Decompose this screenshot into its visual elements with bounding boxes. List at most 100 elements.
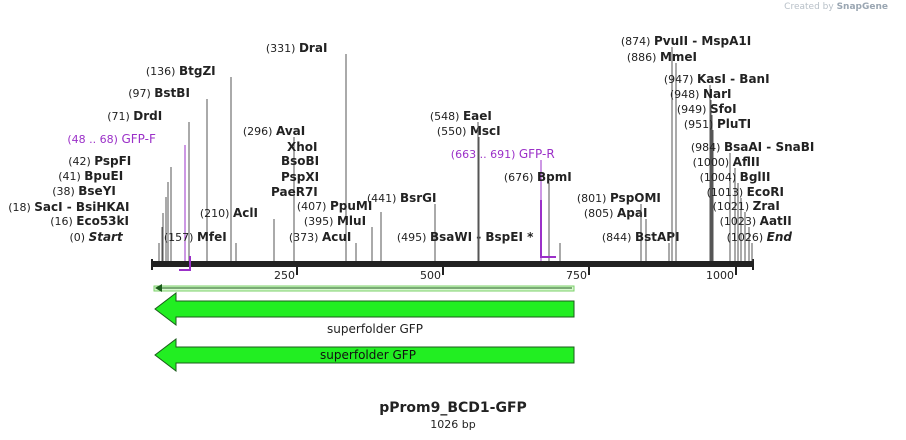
site-label: (0) Start <box>70 230 124 244</box>
site-position: (550) <box>437 125 470 138</box>
site-label: (1021) ZraI <box>713 199 780 213</box>
ruler-tick-label: 500 <box>420 269 441 282</box>
site-label: (441) BsrGI <box>367 191 437 205</box>
site-position: (663 .. 691) <box>451 148 519 161</box>
site-name: NarI <box>703 87 732 101</box>
feature-arrow-superfolder-gfp <box>154 337 575 373</box>
site-name: BglII <box>740 170 771 184</box>
site-name: XhoI <box>287 140 318 154</box>
site-position: (157) <box>164 231 197 244</box>
site-position: (331) <box>266 42 299 55</box>
site-position: (1023) <box>720 215 760 228</box>
site-label: (676) BpmI <box>504 170 572 184</box>
translation-arrow-head <box>155 284 162 292</box>
site-name: GFP-F <box>121 132 156 146</box>
site-label: XhoI <box>287 140 318 154</box>
site-position: (548) <box>430 110 463 123</box>
site-label: (71) DrdI <box>107 109 162 123</box>
site-label: (1004) BglII <box>700 170 771 184</box>
site-name: AflII <box>733 155 760 169</box>
site-name: BsaWI - BspEI * <box>430 230 534 244</box>
site-name: DrdI <box>133 109 162 123</box>
ruler-tick-label: 750 <box>566 269 587 282</box>
site-label: PaeR7I <box>271 185 318 199</box>
site-label: (948) NarI <box>670 87 732 101</box>
site-name: PvuII - MspA1I <box>654 34 751 48</box>
site-position: (1000) <box>693 156 733 169</box>
site-label: (157) MfeI <box>164 230 227 244</box>
site-position: (676) <box>504 171 537 184</box>
site-position: (41) <box>58 170 84 183</box>
site-name: PaeR7I <box>271 185 318 199</box>
site-name: BsoBI <box>281 154 319 168</box>
site-name: BstAPI <box>635 230 680 244</box>
site-label: (97) BstBI <box>128 86 190 100</box>
site-position: (441) <box>367 192 400 205</box>
snapgene-logo-text: SnapGene <box>836 2 888 12</box>
site-name: Start <box>89 230 124 244</box>
site-position: (136) <box>146 65 179 78</box>
site-name: AclI <box>233 206 258 220</box>
site-label: (550) MscI <box>437 124 501 138</box>
site-name: MmeI <box>660 50 697 64</box>
primer-gfp-r-mark <box>540 200 556 258</box>
site-label: (1026) End <box>727 230 793 244</box>
site-position: (97) <box>128 87 154 100</box>
site-position: (296) <box>243 125 276 138</box>
site-position: (1004) <box>700 171 740 184</box>
site-position: (38) <box>52 185 78 198</box>
site-position: (71) <box>107 110 133 123</box>
site-name: EcoRI <box>747 185 784 199</box>
site-name: BsaAI - SnaBI <box>724 140 814 154</box>
site-label: (984) BsaAI - SnaBI <box>691 140 814 154</box>
site-name: Eco53kI <box>76 214 129 228</box>
site-name: GFP-R <box>519 147 555 161</box>
site-position: (495) <box>397 231 430 244</box>
site-label: PspXI <box>281 170 319 184</box>
feature-label-superfolder-gfp: superfolder GFP <box>327 322 423 336</box>
site-label: (886) MmeI <box>627 50 697 64</box>
site-label: (874) PvuII - MspA1I <box>621 34 751 48</box>
site-position: (948) <box>670 88 703 101</box>
ruler-tick-label: 250 <box>274 269 295 282</box>
site-position: (1021) <box>713 200 753 213</box>
site-label: (38) BseYI <box>52 184 116 198</box>
site-label: (844) BstAPI <box>602 230 680 244</box>
site-label: (801) PspOMI <box>577 191 661 205</box>
site-label: (41) BpuEI <box>58 169 123 183</box>
site-label: (373) AcuI <box>289 230 352 244</box>
site-name: BtgZI <box>179 64 216 78</box>
site-label: (16) Eco53kI <box>50 214 129 228</box>
site-position: (1026) <box>727 231 767 244</box>
site-name: End <box>767 230 793 244</box>
site-name: DraI <box>299 41 327 55</box>
site-position: (16) <box>50 215 76 228</box>
site-name: BstBI <box>154 86 190 100</box>
site-label: (805) ApaI <box>584 206 648 220</box>
site-position: (984) <box>691 141 724 154</box>
site-label: (407) PpuMI <box>297 199 372 213</box>
site-name: MfeI <box>197 230 227 244</box>
site-name: SfoI <box>710 102 737 116</box>
site-label: (136) BtgZI <box>146 64 216 78</box>
site-label: (949) SfoI <box>677 102 737 116</box>
site-position: (18) <box>8 201 34 214</box>
site-name: BsrGI <box>400 191 437 205</box>
site-label: (48 .. 68) GFP-F <box>67 132 156 146</box>
site-label: (331) DraI <box>266 41 328 55</box>
site-label: (495) BsaWI - BspEI * <box>397 230 534 244</box>
site-position: (1013) <box>707 186 747 199</box>
site-label: (296) AvaI <box>243 124 305 138</box>
map-title: pProm9_BCD1-GFP <box>379 400 527 416</box>
site-name: PspFI <box>94 154 131 168</box>
site-name: MluI <box>337 214 366 228</box>
site-name: SacI - BsiHKAI <box>34 200 129 214</box>
site-name: MscI <box>470 124 501 138</box>
site-position: (805) <box>584 207 617 220</box>
snapgene-credit: Created by SnapGene <box>784 2 888 12</box>
site-name: ZraI <box>753 199 780 213</box>
site-label: (18) SacI - BsiHKAI <box>8 200 129 214</box>
backbone <box>152 261 753 267</box>
site-name: PpuMI <box>330 199 372 213</box>
